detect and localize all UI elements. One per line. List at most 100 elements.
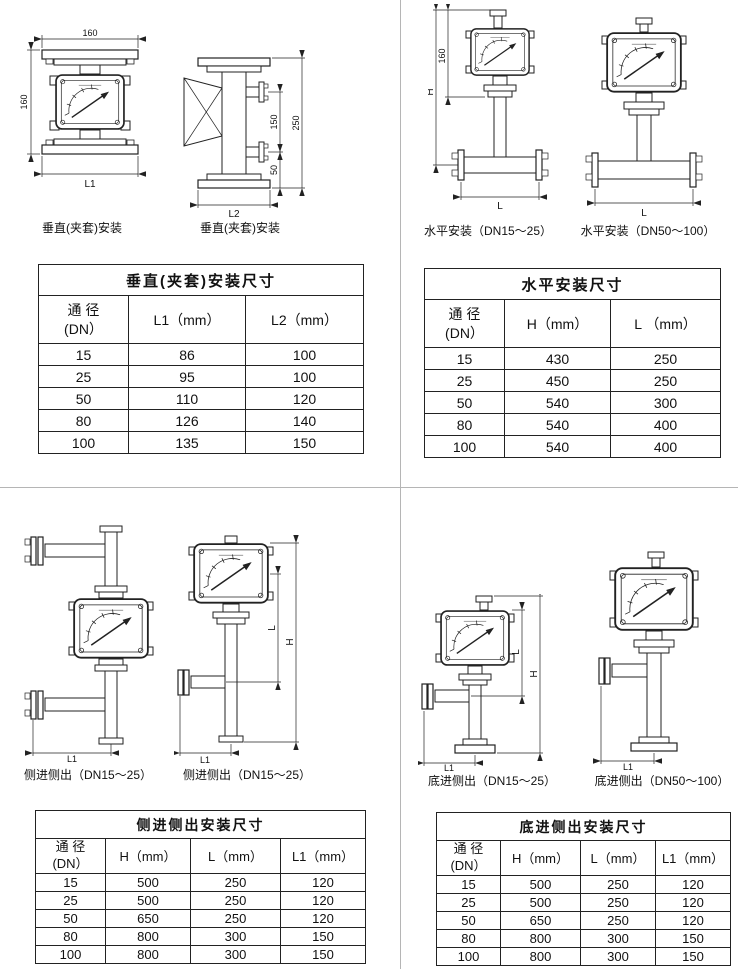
dimension-right-inner: L xyxy=(226,566,281,690)
dimension-bottom: L1 xyxy=(34,156,146,190)
dim-label-l: L xyxy=(497,201,503,212)
dimension-bottom: L2 xyxy=(190,190,278,218)
col-header-l: L（mm） xyxy=(190,838,281,874)
dimension-right-outer: H xyxy=(494,594,543,761)
dim-label-l1: L1 xyxy=(67,754,77,764)
dim-label-150: 150 xyxy=(269,114,279,129)
dim-label-l2: L2 xyxy=(228,209,240,218)
dim-label-l1: L1 xyxy=(623,762,633,772)
dimension-right-lower: 50 xyxy=(269,144,283,196)
dimension-bottom: L1 xyxy=(174,696,239,764)
figure-caption-vertical-2: 垂直(夹套)安装 xyxy=(200,221,280,235)
col-header-l1: L1（mm） xyxy=(280,838,366,874)
dim-label-50: 50 xyxy=(269,165,279,175)
meter-body xyxy=(598,551,699,752)
dim-label-l1: L1 xyxy=(200,755,210,764)
table-title: 垂直(夹套)安装尺寸 xyxy=(37,264,365,296)
meter-body xyxy=(24,525,154,745)
figure-caption-bottom-2: 底进侧出（DN50～100） xyxy=(594,774,730,788)
col-header-dn: 通 径(DN） xyxy=(436,840,501,876)
dim-label-width: 160 xyxy=(82,28,97,38)
figure-side-in-side-out-2: L H L1 xyxy=(174,535,299,764)
figure-bottom-in-side-out-1: L H L1 xyxy=(418,594,543,772)
table-title: 侧进侧出安装尺寸 xyxy=(35,810,366,839)
horizontal-divider xyxy=(0,487,738,488)
meter-body xyxy=(421,595,515,754)
dimension-bottom: L1 xyxy=(593,686,662,772)
col-header-h: H（mm） xyxy=(504,299,611,348)
figure-caption-bottom-1: 底进侧出（DN15～25） xyxy=(427,774,557,788)
figure-vertical-side-view: 150 250 50 L2 xyxy=(183,50,305,218)
vertical-divider xyxy=(400,0,401,969)
dim-label-l1: L1 xyxy=(84,179,96,190)
col-header-dn: 通 径(DN） xyxy=(424,299,505,348)
dimension-left-outer: H xyxy=(428,4,490,173)
figure-caption-side-2: 侧进侧出（DN15～25） xyxy=(182,768,312,782)
table-title: 底进侧出安装尺寸 xyxy=(436,812,731,841)
meter-body xyxy=(183,57,271,189)
figure-horizontal-dn50-100: L xyxy=(585,17,703,219)
gauge-dial-icon xyxy=(193,543,269,604)
col-header-l1: L1（mm） xyxy=(655,840,731,876)
meter-body xyxy=(41,49,139,155)
gauge-dial-icon xyxy=(606,32,682,93)
gauge-dial-icon xyxy=(73,598,149,659)
dimension-bottom: L1 xyxy=(418,711,483,772)
gauge-dial-icon xyxy=(614,567,694,631)
figure-horizontal-dn15-25: H 160 L xyxy=(428,4,549,212)
col-header-dn: 通 径(DN） xyxy=(35,838,106,874)
col-header-l1: L1（mm） xyxy=(128,295,246,344)
col-header-dn: 通 径(DN） xyxy=(38,295,129,344)
dim-label-h: H xyxy=(285,638,296,645)
table-title: 水平安装尺寸 xyxy=(423,268,722,300)
meter-body xyxy=(585,17,703,188)
dimension-right-outer: H xyxy=(244,535,299,750)
figure-caption-vertical-1: 垂直(夹套)安装 xyxy=(42,221,122,235)
dimension-top: 160 xyxy=(34,28,146,48)
gauge-dial-icon xyxy=(55,74,125,130)
dim-label-l1: L1 xyxy=(444,763,454,772)
figure-side-in-side-out-1: L1 xyxy=(24,525,154,764)
figure-caption-horizontal-2: 水平安装（DN50～100） xyxy=(580,224,716,238)
figure-bottom-in-side-out-2: L1 xyxy=(593,551,699,772)
dim-label-l: L xyxy=(267,625,278,631)
dim-label-h: H xyxy=(428,88,436,95)
dim-label-l: L xyxy=(641,208,647,219)
dimension-bottom: L xyxy=(453,182,547,212)
dim-label-l: L xyxy=(511,649,522,655)
dimension-bottom: L1 xyxy=(25,720,119,764)
dimension-left: 160 xyxy=(20,42,40,162)
figure-caption-horizontal-1: 水平安装（DN15～25） xyxy=(423,224,553,238)
meter-body xyxy=(177,535,274,743)
figure-caption-side-1: 侧进侧出（DN15～25） xyxy=(23,768,153,782)
meter-body xyxy=(451,9,549,181)
dim-label-160: 160 xyxy=(437,48,447,63)
col-header-l: L（mm） xyxy=(580,840,656,876)
indicator-housing xyxy=(183,77,223,147)
gauge-dial-icon xyxy=(440,610,510,666)
dimension-bottom: L xyxy=(587,189,701,219)
col-header-h: H（mm） xyxy=(500,840,581,876)
dimension-left-inner: 160 xyxy=(437,4,485,105)
